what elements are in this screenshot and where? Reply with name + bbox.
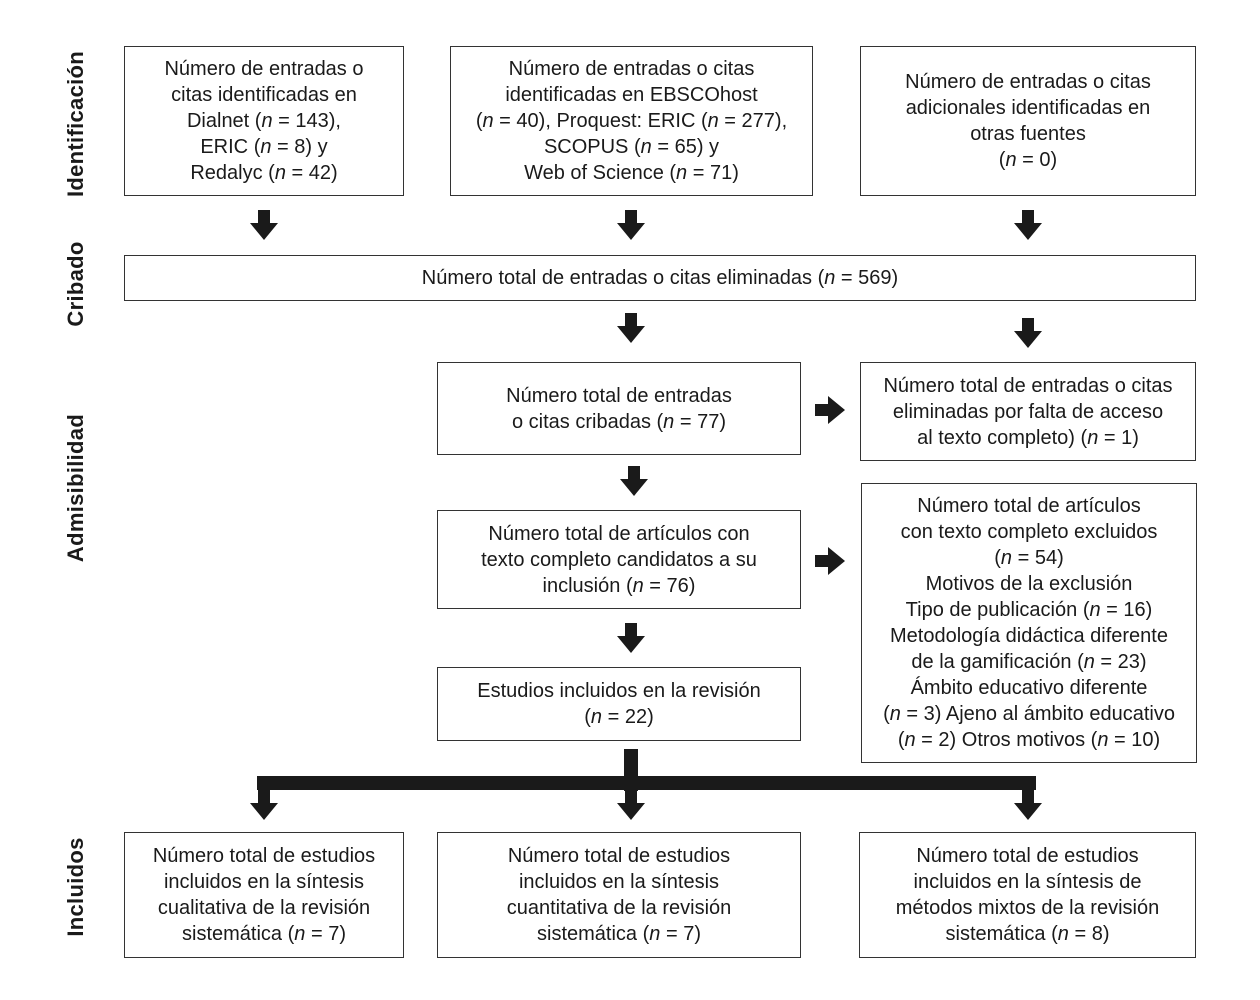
box-text-line: Número total de artículos con (488, 522, 750, 545)
box-text-line: con texto completo excluidos (900, 521, 1158, 543)
box-text-line: incluidos en la síntesis de (913, 871, 1142, 893)
box-text-line: incluidos en la síntesis (163, 871, 365, 893)
arrow-right-2 (815, 547, 845, 575)
arrow-down-9 (617, 790, 645, 820)
arrow-down-2 (617, 210, 645, 240)
box-total-eliminadas: Número total de entradas o citas elimina… (124, 255, 1196, 301)
box-estudios-incluidos: Estudios incluidos en la revisión (n = 22… (437, 667, 801, 741)
box-text-line: citas identificadas en (171, 84, 357, 106)
box-text-line: Número total de estudios (152, 845, 376, 867)
box-text-line: eliminadas por falta de acceso (892, 400, 1164, 423)
box-text-line: cualitativa de la revisión (157, 897, 371, 919)
box-text-line: (n = 22) (584, 706, 654, 728)
box-citas-cribadas: Número total de entradas o citas cribadas… (437, 362, 801, 455)
box-text-line: Estudios incluidos en la revisión (477, 680, 761, 702)
box-text-line: Número total de entradas o citas elimina… (421, 267, 899, 289)
box-text-line: sistemática (n = 7) (182, 923, 346, 945)
box-sintesis-mixtos: Número total de estudios incluidos en la … (859, 832, 1196, 958)
box-text-line: al texto completo) (n = 1) (917, 426, 1139, 449)
arrow-down-6 (620, 466, 648, 496)
box-text-line: (n = 0) (998, 149, 1058, 171)
box-text-line: sistemática (n = 7) (537, 923, 701, 945)
box-text-line: Número de entradas o citas (905, 71, 1151, 93)
box-text-line: Dialnet (n = 143), (186, 110, 341, 132)
box-text-line: identificadas en EBSCOhost (505, 84, 758, 106)
box-text-line: (n = 54) (994, 547, 1064, 569)
box-text-line: (n = 40), Proquest: ERIC (n = 277), (475, 110, 788, 132)
box-text-line: Número total de estudios (916, 845, 1139, 867)
box-text-line: (n = 3) Ajeno al ámbito educativo (883, 703, 1175, 725)
box-text-line: o citas cribadas (n = 77) (511, 410, 727, 433)
box-identificadas-dialnet: Número de entradas o citas identificadas … (124, 46, 404, 196)
box-text-line: Número total de estudios (507, 845, 731, 867)
arrow-down-5 (1014, 318, 1042, 348)
box-identificadas-ebscohost: Número de entradas o citas identificadas … (450, 46, 813, 196)
phase-identificacion: Identificación (63, 51, 88, 197)
box-text-line: ERIC (n = 8) y (200, 136, 328, 158)
arrow-down-10 (1014, 790, 1042, 820)
box-text-line: de la gamificación (n = 23) (911, 651, 1147, 673)
box-text-line: Ámbito educativo diferente (910, 677, 1148, 699)
box-text-line: Número de entradas o citas (508, 58, 755, 80)
box-text-line: texto completo candidatos a su (481, 548, 757, 571)
box-text-line: Motivos de la exclusión (925, 573, 1133, 595)
box-text-line: sistemática (n = 8) (945, 923, 1110, 945)
box-text-line: SCOPUS (n = 65) y (543, 136, 720, 158)
phase-admisibilidad: Admisibilidad (63, 413, 88, 563)
box-text-line: Número de entradas o (164, 58, 364, 80)
arrow-right-1 (815, 396, 845, 424)
box-text-line: Número total de entradas (506, 384, 732, 407)
box-text-line: métodos mixtos de la revisión (895, 897, 1160, 919)
arrow-down-1 (250, 210, 278, 240)
box-text-line: Tipo de publicación (n = 16) (905, 599, 1153, 621)
box-text-line: incluidos en la síntesis (518, 871, 720, 893)
arrow-down-8 (250, 790, 278, 820)
box-text-line: Redalyc (n = 42) (190, 162, 338, 184)
arrow-down-7 (617, 623, 645, 653)
box-identificadas-otras-fuentes: Número de entradas o citas adicionales id… (860, 46, 1196, 196)
box-text-line: otras fuentes (970, 123, 1086, 145)
box-articulos-excluidos: Número total de artículos con texto compl… (861, 483, 1197, 763)
box-text-line: cuantitativa de la revisión (506, 897, 732, 919)
box-articulos-candidatos: Número total de artículos con texto compl… (437, 510, 801, 609)
box-text-line: adicionales identificadas en (905, 97, 1151, 119)
phase-cribado: Cribado (63, 241, 88, 327)
box-text-line: Número total de artículos (917, 495, 1141, 517)
box-sintesis-cualitativa: Número total de estudios incluidos en la … (124, 832, 404, 958)
box-eliminadas-sin-acceso: Número total de entradas o citas eliminad… (860, 362, 1196, 461)
phase-incluidos: Incluidos (63, 837, 88, 937)
arrow-down-3 (1014, 210, 1042, 240)
box-sintesis-cuantitativa: Número total de estudios incluidos en la … (437, 832, 801, 958)
arrow-down-4 (617, 313, 645, 343)
box-text-line: inclusión (n = 76) (542, 574, 696, 597)
box-text-line: (n = 2) Otros motivos (n = 10) (897, 729, 1161, 751)
box-text-line: Metodología didáctica diferente (890, 625, 1168, 647)
box-text-line: Web of Science (n = 71) (524, 162, 739, 184)
branch-bar (257, 776, 1036, 790)
box-text-line: Número total de entradas o citas (883, 374, 1173, 397)
